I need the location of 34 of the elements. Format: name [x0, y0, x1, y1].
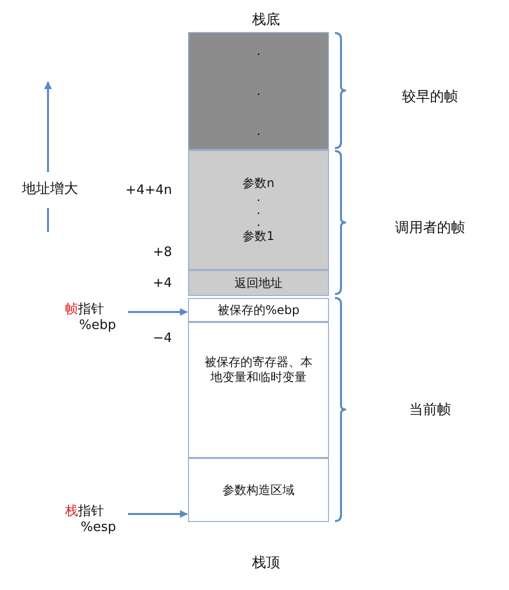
frame-label: 当前帧	[409, 401, 451, 419]
pointer-name: 栈指针	[65, 504, 104, 520]
stack-top-label: 栈顶	[252, 554, 280, 572]
stack-frame-block	[188, 150, 329, 270]
frame-label: 较早的帧	[402, 88, 458, 106]
offset-label: +4	[152, 276, 172, 290]
offset-label: +8	[152, 244, 172, 260]
slot-text: .	[256, 191, 260, 204]
slot-text: .	[256, 216, 260, 229]
slot-text: 返回地址	[234, 276, 282, 290]
slot-text: .	[256, 125, 260, 137]
slot-text: .	[256, 85, 260, 97]
slot-text: 被保存的寄存器、本地变量和临时变量	[204, 355, 314, 385]
stack-frame-block	[188, 322, 329, 458]
offset-label: +4+4n	[125, 182, 172, 198]
register-name: %esp	[80, 520, 116, 536]
slot-text: 参数1	[242, 228, 274, 244]
slot-text: .	[256, 45, 260, 57]
offset-label: −4	[152, 330, 172, 346]
slot-text: .	[256, 204, 260, 216]
direction-label: 地址增大	[22, 180, 78, 198]
pointer-name: 帧指针	[65, 302, 104, 318]
stack-slot	[188, 298, 329, 322]
pointer-arrow	[128, 510, 188, 518]
stack-slot	[188, 270, 329, 296]
slot-text: 被保存的%ebp	[217, 302, 300, 318]
frame-label: 调用者的帧	[395, 219, 465, 237]
slot-text: 参数n	[242, 176, 274, 192]
stack-frame-block	[188, 32, 329, 150]
slot-text: 参数构造区域	[222, 482, 294, 498]
register-name: %ebp	[79, 318, 116, 334]
stack-bottom-label: 栈底	[252, 11, 280, 29]
pointer-arrow	[128, 308, 188, 316]
stack-frame-block	[188, 458, 329, 522]
